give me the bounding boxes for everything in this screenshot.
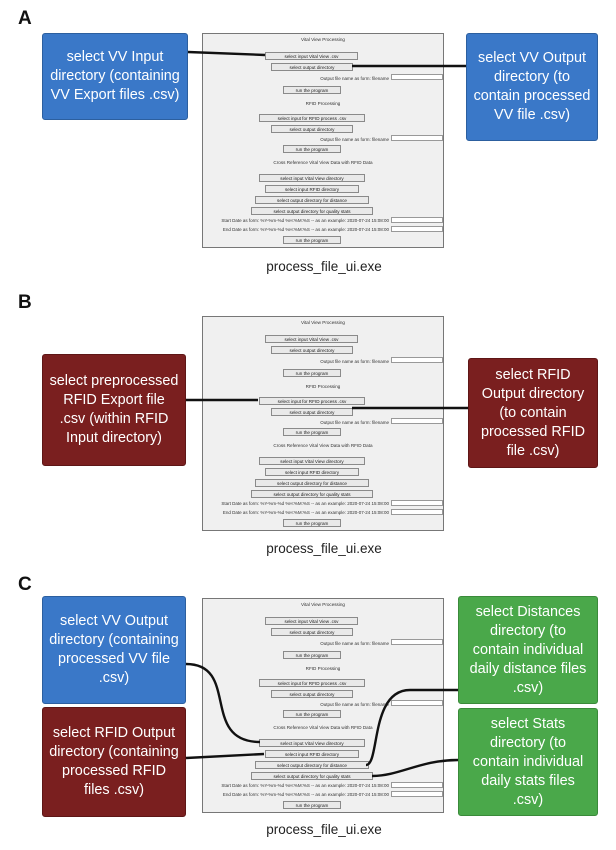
rfid-input-button[interactable]: select input for RFID process .csv [259, 114, 365, 122]
cross-section-title: Cross Reference Vital View Data with RFI… [273, 443, 373, 448]
end-date-label: End Date as form: %Y-%m-%d %H:%M:%S -- a… [222, 227, 389, 232]
end-date-input[interactable] [391, 226, 443, 232]
cross-distance-button[interactable]: select output directory for distance [255, 196, 369, 204]
rfid-run-button[interactable]: run the program [283, 145, 341, 153]
cross-run-button[interactable]: run the program [283, 519, 341, 527]
cross-rfid-button[interactable]: select input RFID directory [265, 750, 359, 758]
caption-b: process_file_ui.exe [266, 541, 382, 556]
start-date-label: Start Date as form: %Y-%m-%d %H:%M:%S --… [221, 501, 389, 506]
vv-run-button[interactable]: run the program [283, 86, 341, 94]
cross-vv-button[interactable]: select input Vital View directory [259, 457, 365, 465]
vv-section-title: Vital View Processing [300, 602, 345, 607]
vv-input-button[interactable]: select input Vital View .csv [265, 617, 358, 625]
rfid-output-button[interactable]: select output directory [271, 125, 353, 133]
vv-filename-input[interactable] [391, 74, 443, 80]
start-date-label: Start Date as form: %Y-%m-%d %H:%M:%S --… [221, 218, 389, 223]
caption-c: process_file_ui.exe [266, 822, 382, 837]
vv-section-title: Vital View Processing [300, 37, 345, 42]
cross-vv-button[interactable]: select input Vital View directory [259, 739, 365, 747]
vv-filename-label: Output file name as form: filename [320, 641, 389, 646]
rfid-section-title: RFID Processing [305, 101, 341, 106]
cross-stats-button[interactable]: select output directory for quality stat… [251, 207, 373, 215]
callout-a-vv-output: select VV Output directory (to contain p… [466, 33, 598, 141]
vv-output-button[interactable]: select output directory [271, 628, 353, 636]
app-window-c: Vital View Processing select input Vital… [202, 598, 444, 813]
callout-c-stats: select Stats directory (to contain indiv… [458, 708, 598, 816]
cross-distance-button[interactable]: select output directory for distance [255, 479, 369, 487]
rfid-input-button[interactable]: select input for RFID process .csv [259, 679, 365, 687]
panel-letter-c: C [18, 574, 32, 595]
cross-stats-button[interactable]: select output directory for quality stat… [251, 490, 373, 498]
cross-section-title: Cross Reference Vital View Data with RFI… [273, 725, 373, 730]
callout-c-rfid-output: select RFID Output directory (containing… [42, 707, 186, 817]
panel-letter-a: A [18, 8, 32, 29]
rfid-input-button[interactable]: select input for RFID process .csv [259, 397, 365, 405]
rfid-output-button[interactable]: select output directory [271, 690, 353, 698]
end-date-label: End Date as form: %Y-%m-%d %H:%M:%S -- a… [222, 510, 389, 515]
start-date-label: Start Date as form: %Y-%m-%d %H:%M:%S --… [221, 783, 389, 788]
rfid-output-button[interactable]: select output directory [271, 408, 353, 416]
vv-output-button[interactable]: select output directory [271, 63, 353, 71]
app-window-a: Vital View Processing select input Vital… [202, 33, 444, 248]
vv-filename-label: Output file name as form: filename [320, 359, 389, 364]
rfid-section-title: RFID Processing [305, 384, 341, 389]
end-date-input[interactable] [391, 791, 443, 797]
panel-letter-b: B [18, 292, 32, 313]
rfid-run-button[interactable]: run the program [283, 428, 341, 436]
callout-a-vv-input: select VV Input directory (containing VV… [42, 33, 188, 120]
end-date-input[interactable] [391, 509, 443, 515]
vv-filename-input[interactable] [391, 357, 443, 363]
cross-vv-button[interactable]: select input Vital View directory [259, 174, 365, 182]
app-window-b: Vital View Processing select input Vital… [202, 316, 444, 531]
vv-input-button[interactable]: select input Vital View .csv [265, 335, 358, 343]
vv-section-title: Vital View Processing [300, 320, 345, 325]
end-date-label: End Date as form: %Y-%m-%d %H:%M:%S -- a… [222, 792, 389, 797]
rfid-filename-input[interactable] [391, 700, 443, 706]
cross-distance-button[interactable]: select output directory for distance [255, 761, 369, 769]
rfid-filename-input[interactable] [391, 418, 443, 424]
caption-a: process_file_ui.exe [266, 259, 382, 274]
callout-b-rfid-input: select preprocessed RFID Export file .cs… [42, 354, 186, 466]
callout-c-vv-output: select VV Output directory (containing p… [42, 596, 186, 704]
cross-rfid-button[interactable]: select input RFID directory [265, 468, 359, 476]
cross-section-title: Cross Reference Vital View Data with RFI… [273, 160, 373, 165]
start-date-input[interactable] [391, 217, 443, 223]
cross-run-button[interactable]: run the program [283, 801, 341, 809]
rfid-section-title: RFID Processing [305, 666, 341, 671]
start-date-input[interactable] [391, 782, 443, 788]
cross-run-button[interactable]: run the program [283, 236, 341, 244]
vv-filename-input[interactable] [391, 639, 443, 645]
rfid-filename-label: Output file name as form: filename [320, 420, 389, 425]
vv-run-button[interactable]: run the program [283, 651, 341, 659]
callout-c-distances: select Distances directory (to contain i… [458, 596, 598, 704]
cross-stats-button[interactable]: select output directory for quality stat… [251, 772, 373, 780]
vv-filename-label: Output file name as form: filename [320, 76, 389, 81]
rfid-run-button[interactable]: run the program [283, 710, 341, 718]
vv-output-button[interactable]: select output directory [271, 346, 353, 354]
rfid-filename-label: Output file name as form: filename [320, 702, 389, 707]
rfid-filename-label: Output file name as form: filename [320, 137, 389, 142]
cross-rfid-button[interactable]: select input RFID directory [265, 185, 359, 193]
callout-b-rfid-output: select RFID Output directory (to contain… [468, 358, 598, 468]
rfid-filename-input[interactable] [391, 135, 443, 141]
vv-input-button[interactable]: select input Vital View .csv [265, 52, 358, 60]
vv-run-button[interactable]: run the program [283, 369, 341, 377]
start-date-input[interactable] [391, 500, 443, 506]
